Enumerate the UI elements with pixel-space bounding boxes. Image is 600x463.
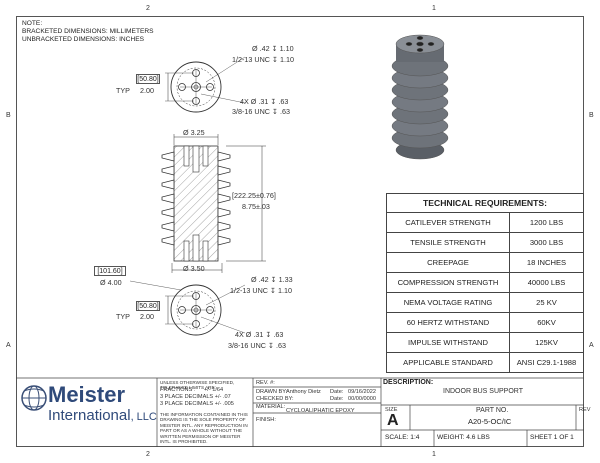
note-mm: BRACKETED DIMENSIONS: MILLIMETERS [22,28,154,35]
side-view [161,134,266,273]
zone-bottom-2: 2 [146,451,150,458]
top-hole-dia: Ø .42 ↧ 1.10 [252,44,294,53]
req-value: 40000 LBS [509,272,584,293]
date-label: Date: [330,396,344,402]
bottom-view [129,280,246,336]
req-label: 60 HERTZ WITHSTAND [386,312,510,333]
top-holes4x: 4X Ø .31 ↧ .63 [240,97,289,106]
part-no: A20-5-OC/IC [468,417,512,426]
req-label: IMPULSE WITHSTAND [386,332,510,353]
rev-label: REV. #: [256,380,275,386]
note-heading: NOTE: [22,20,43,27]
description-label: DESCRIPTION: [383,379,434,386]
req-label: CREEPAGE [386,252,510,273]
bottom-thread: 1/2-13 UNC ↧ 1.10 [230,286,292,295]
drawn-by: Anthony Dietz [286,389,321,395]
checked-date: 00/00/0000 [348,396,376,402]
req-label: CATILEVER STRENGTH [386,212,510,233]
material: CYCLOALIPHATIC EPOXY [286,408,355,414]
req-value: ANSI C29.1-1988 [509,352,584,373]
size-label: SIZE [385,407,398,413]
req-value: 3000 LBS [509,232,584,253]
note-in: UNBRACKETED DIMENSIONS: INCHES [22,36,145,43]
bottom-typ-in: 2.00 [140,312,154,321]
req-value: 125KV [509,332,584,353]
rev-column-label: REV [579,407,591,413]
requirements-title: TECHNICAL REQUIREMENTS: [386,193,584,213]
top-view [165,56,246,113]
req-label: NEMA VOLTAGE RATING [386,292,510,313]
size-value: A [387,412,399,429]
fractions-label: FRACTIONS : [160,387,196,393]
insulator-iso-view [391,34,449,160]
zone-right-b: B [589,112,594,119]
req-label: COMPRESSION STRENGTH [386,272,510,293]
req-label: TENSILE STRENGTH [386,232,510,253]
top-thread4x: 3/8-16 UNC ↧ .63 [232,107,290,116]
tolerance-header: UNLESS OTHERWISE SPECIFIED, TOLERANCE LI… [160,380,235,391]
req-label: APPLICABLE STANDARD [386,352,510,373]
drawn-by-label: DRAWN BY: [256,389,288,395]
bottom-dia-in: Ø 4.00 [100,278,122,287]
date-label: Date: [330,389,344,395]
logo-international: International [48,407,131,424]
req-value: 1200 LBS [509,212,584,233]
fractions-value: +/- 1/64 [204,387,224,393]
tolerance-3place-a: 3 PLACE DECIMALS +/- .07 [160,394,231,400]
bottom-typ-label: TYP [116,312,130,321]
top-typ-in: 2.00 [140,86,154,95]
zone-top-2: 2 [146,5,150,12]
drawing-frame [16,16,584,447]
zone-right-a: A [589,342,594,349]
bottom-hole-dia: Ø .42 ↧ 1.33 [251,275,293,284]
side-height-in: 8.75±.03 [242,202,270,211]
zone-top-1: 1 [432,5,436,12]
checked-by-label: CHECKED BY: [256,396,294,402]
logo-globe-icon [21,385,47,411]
weight: WEIGHT: 4.6 LBS [437,434,490,441]
finish-label: FINISH: [256,417,276,423]
bottom-thread4x: 3/8-16 UNC ↧ .63 [228,341,286,350]
logo-subtitle: International, LLC [48,408,157,425]
side-height-mm: [222.25±0.76] [232,191,276,200]
sheet: SHEET 1 OF 1 [530,434,574,441]
technical-requirements-table: TECHNICAL REQUIREMENTS: CATILEVER STRENG… [386,193,584,373]
side-top-dia: Ø 3.25 [183,128,205,137]
top-typ-label: TYP [116,86,130,95]
req-value: 60KV [509,312,584,333]
top-thread: 1/2-13 UNC ↧ 1.10 [232,55,294,64]
description: INDOOR BUS SUPPORT [443,388,523,395]
zone-left-a: A [6,342,11,349]
zone-left-b: B [6,112,11,119]
req-value: 25 KV [509,292,584,313]
bottom-typ-mm: [50.80] [136,301,160,311]
zone-bottom-1: 1 [432,451,436,458]
drawn-date: 09/16/2022 [348,389,376,395]
part-no-label: PART NO. [476,407,509,414]
material-label: MATERIAL: [256,404,286,410]
bottom-dia-mm: [101.60] [94,266,126,276]
logo-name: Meister [48,382,126,407]
drawing-notes: NOTE: BRACKETED DIMENSIONS: MILLIMETERS … [22,20,154,44]
tolerance-3place-b: 3 PLACE DECIMALS +/- .005 [160,401,234,407]
top-typ-mm: [50.80] [136,74,160,84]
title-block-lines [16,377,584,447]
proprietary-notice: THE INFORMATION CONTAINED IN THIS DRAWIN… [160,412,248,445]
req-value: 18 INCHES [509,252,584,273]
scale: SCALE: 1:4 [385,434,420,441]
bottom-holes4x: 4X Ø .31 ↧ .63 [235,330,284,339]
side-bottom-dia: Ø 3.50 [183,264,205,273]
logo-llc: , LLC [130,411,157,423]
